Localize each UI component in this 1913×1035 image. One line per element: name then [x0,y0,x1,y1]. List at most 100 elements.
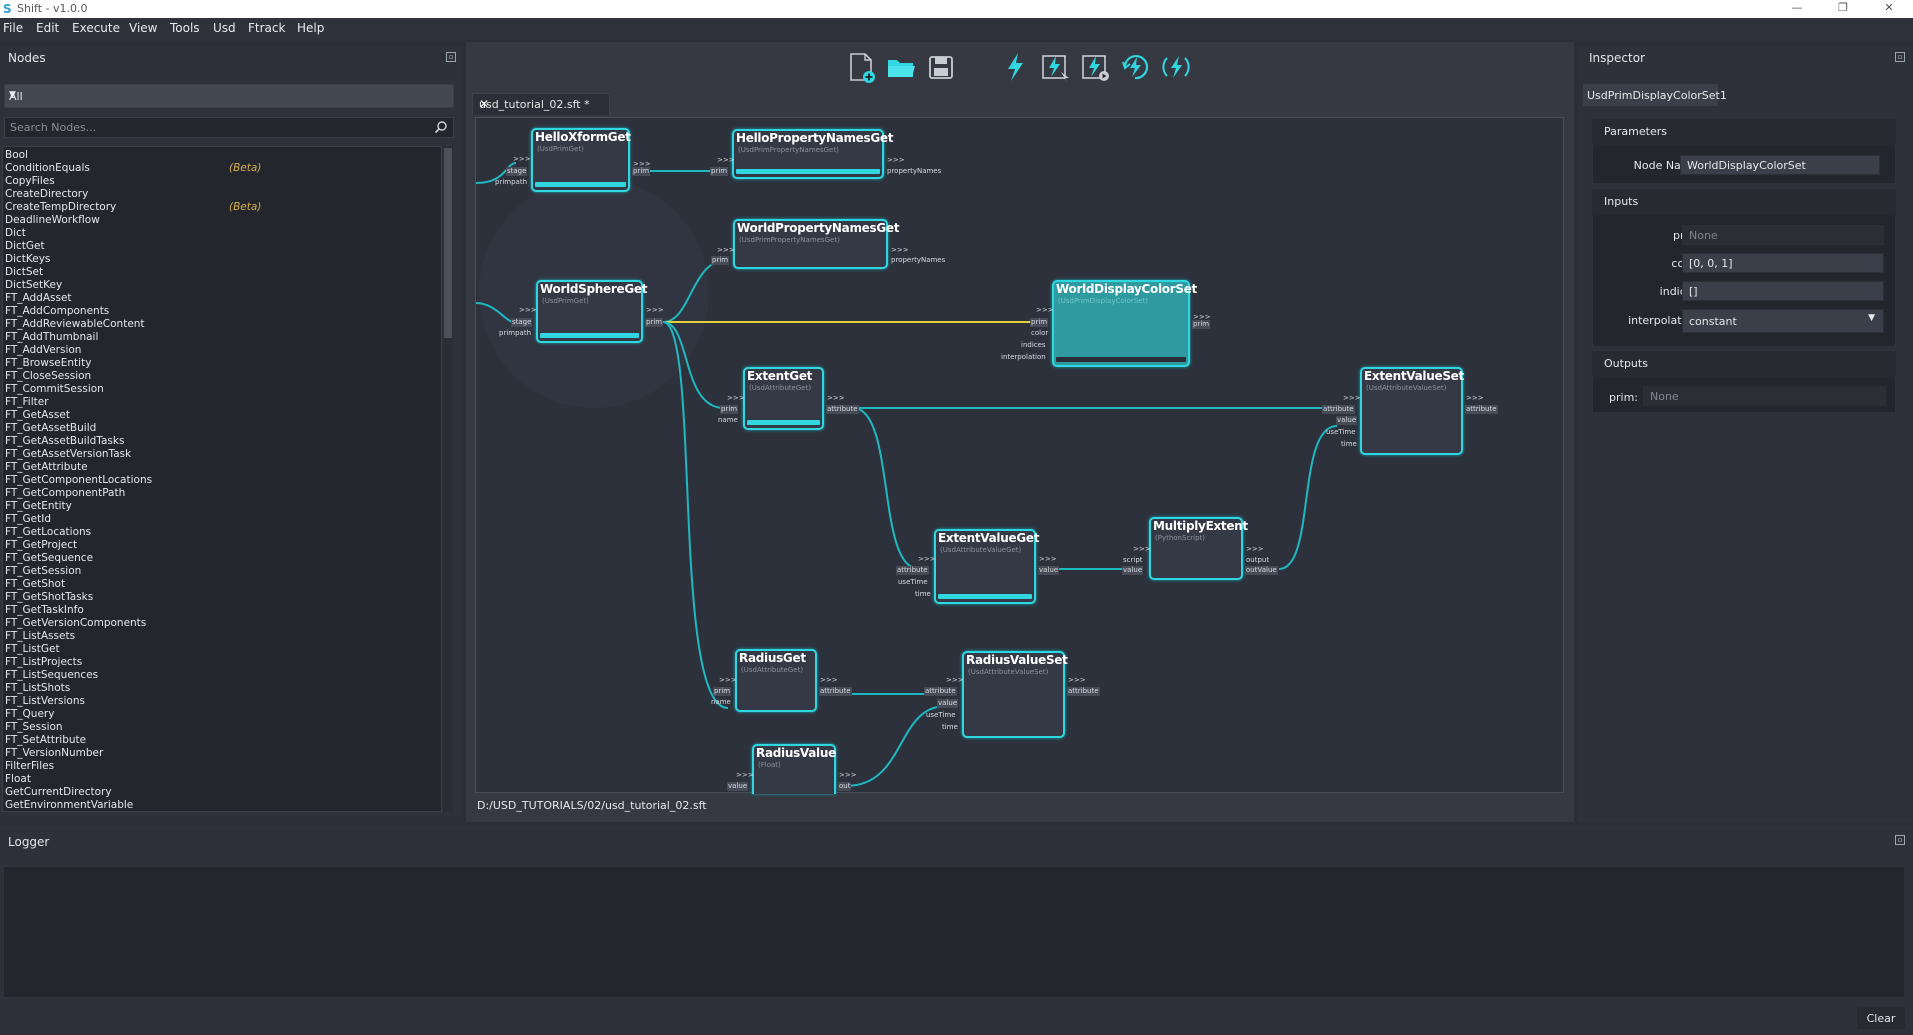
node-list-item[interactable]: FT_ListSequences [5,669,99,681]
node-list-item[interactable]: FT_Query [5,708,55,720]
port-use-time[interactable]: useTime [926,711,956,719]
menu-ftrack[interactable]: Ftrack [248,21,286,35]
port-interpolation[interactable]: interpolation [1001,353,1046,361]
port-prim[interactable]: prim [711,256,730,265]
port-indices[interactable]: indices [1021,341,1046,349]
tab-inspector-node[interactable]: UsdPrimDisplayColorSet1 [1583,84,1727,106]
node-filter-dropdown[interactable]: All ▼ [4,84,454,108]
node-list-item[interactable]: FT_ListVersions [5,695,85,707]
node-name-field[interactable]: WorldDisplayColorSet [1680,155,1880,175]
node-list-item[interactable]: FT_ListShots [5,682,71,694]
port-time[interactable]: time [915,590,931,598]
graph-node-hello-property-names-get[interactable]: HelloPropertyNamesGet (UsdPrimPropertyNa… [732,129,893,179]
port-out[interactable]: out [838,782,852,791]
force-execute-icon[interactable] [1119,50,1151,84]
node-list-item[interactable]: Bool [5,149,28,161]
menu-tools[interactable]: Tools [170,21,200,35]
port-prim-out[interactable]: prim [645,318,664,327]
node-list-item[interactable]: GetEnvironmentVariable [5,799,134,811]
port-property-names[interactable]: propertyNames [887,167,942,175]
menu-usd[interactable]: Usd [213,21,236,35]
tab-usd-tutorial[interactable]: usd_tutorial_02.sft * ✕ [472,93,610,115]
port-value[interactable]: value [727,782,749,791]
port-use-time[interactable]: useTime [898,578,928,586]
execute-icon[interactable] [999,50,1031,84]
node-list-item[interactable]: FT_ListGet [5,643,60,655]
node-graph-canvas[interactable] [475,117,1564,793]
node-list-item[interactable]: CreateTempDirectory [5,201,117,213]
node-list-item[interactable]: FT_GetAssetBuildTasks [5,435,125,447]
node-list-scrollbar[interactable] [443,146,453,812]
node-list-item[interactable]: FT_GetAttribute [5,461,88,473]
node-list-item[interactable]: FT_GetVersionComponents [5,617,147,629]
input-prim-field[interactable]: None [1682,225,1884,245]
menu-view[interactable]: View [129,21,158,35]
graph-node-world-display-color-set[interactable]: WorldDisplayColorSet (UsdPrimDisplayColo… [1052,280,1197,367]
node-list-item[interactable]: CopyFiles [5,175,55,187]
node-list-item[interactable]: DictSetKey [5,279,63,291]
node-list-item[interactable]: FT_AddVersion [5,344,82,356]
port-time[interactable]: time [1341,440,1357,448]
port-prim-out[interactable]: prim [632,167,651,176]
new-file-icon[interactable] [845,50,877,84]
node-list-item[interactable]: FT_GetProject [5,539,78,551]
node-list-item[interactable]: FT_ListAssets [5,630,76,642]
graph-node-radius-value-set[interactable]: RadiusValueSet (UsdAttributeValueSet) [962,651,1068,738]
node-list-item[interactable]: FT_AddAsset [5,292,72,304]
port-prim[interactable]: prim [713,687,732,696]
node-list-item[interactable]: FT_CloseSession [5,370,92,382]
node-list-item[interactable]: FT_Session [5,721,63,733]
search-icon[interactable] [434,120,448,134]
port-value[interactable]: value [1336,416,1358,425]
port-use-time[interactable]: useTime [1326,428,1356,436]
input-color-field[interactable]: [0, 0, 1] [1682,253,1884,273]
port-prim[interactable]: prim [1030,318,1049,327]
minimize-button[interactable]: — [1791,1,1803,14]
node-list-item[interactable]: ConditionEquals [5,162,90,174]
port-prim-out[interactable]: prim [1192,320,1211,329]
node-list-item[interactable]: FT_GetShotTasks [5,591,94,603]
menu-help[interactable]: Help [297,21,325,35]
port-color[interactable]: color [1031,329,1049,337]
port-primpath[interactable]: primpath [499,329,531,337]
node-list-item[interactable]: FT_CommitSession [5,383,104,395]
execute-live-icon[interactable] [1159,50,1193,84]
node-list-item[interactable]: FT_GetComponentPath [5,487,126,499]
port-value[interactable]: value [1122,566,1144,575]
port-output[interactable]: output [1246,556,1270,564]
node-list-item[interactable]: DictKeys [5,253,51,265]
graph-node-hello-xform-get[interactable]: HelloXformGet (UsdPrimGet) [531,128,631,192]
port-value-out[interactable]: value [1038,566,1060,575]
node-list-item[interactable]: FT_AddReviewableContent [5,318,145,330]
maximize-button[interactable]: ❐ [1838,1,1848,14]
node-list-item[interactable]: FT_VersionNumber [5,747,104,759]
menu-execute[interactable]: Execute [72,21,120,35]
node-list-item[interactable]: FT_GetSession [5,565,82,577]
port-prim[interactable]: prim [710,167,729,176]
close-window-button[interactable]: ✕ [1884,1,1894,14]
port-value[interactable]: value [937,699,959,708]
node-list-item[interactable]: CreateDirectory [5,188,89,200]
port-attribute[interactable]: attribute [924,687,957,696]
port-stage[interactable]: stage [511,318,533,327]
node-list-item[interactable]: FT_GetAsset [5,409,70,421]
node-list-item[interactable]: FT_GetLocations [5,526,92,538]
port-prim[interactable]: prim [720,405,739,414]
node-list-item[interactable]: FT_GetAssetBuild [5,422,97,434]
graph-node-extent-get[interactable]: ExtentGet (UsdAttributeGet) [743,367,824,430]
scrollbar-thumb[interactable] [444,148,452,338]
port-attribute-out[interactable]: attribute [826,405,859,414]
input-interpolation-dropdown[interactable]: constant ▼ [1682,309,1884,333]
menu-edit[interactable]: Edit [36,21,60,35]
node-list-item[interactable]: DictGet [5,240,45,252]
node-list-item[interactable]: FT_GetId [5,513,51,525]
graph-node-radius-value[interactable]: RadiusValue (Float) [752,744,836,794]
node-search-input[interactable] [5,118,425,137]
node-list-item[interactable]: GetCurrentDirectory [5,786,112,798]
port-property-names[interactable]: propertyNames [891,256,946,264]
node-list-item[interactable]: FT_SetAttribute [5,734,87,746]
node-list-item[interactable]: FT_GetComponentLocations [5,474,153,486]
execute-selected-icon[interactable] [1039,50,1071,84]
node-list-item[interactable]: FilterFiles [5,760,55,772]
node-list-item[interactable]: FT_GetShot [5,578,66,590]
